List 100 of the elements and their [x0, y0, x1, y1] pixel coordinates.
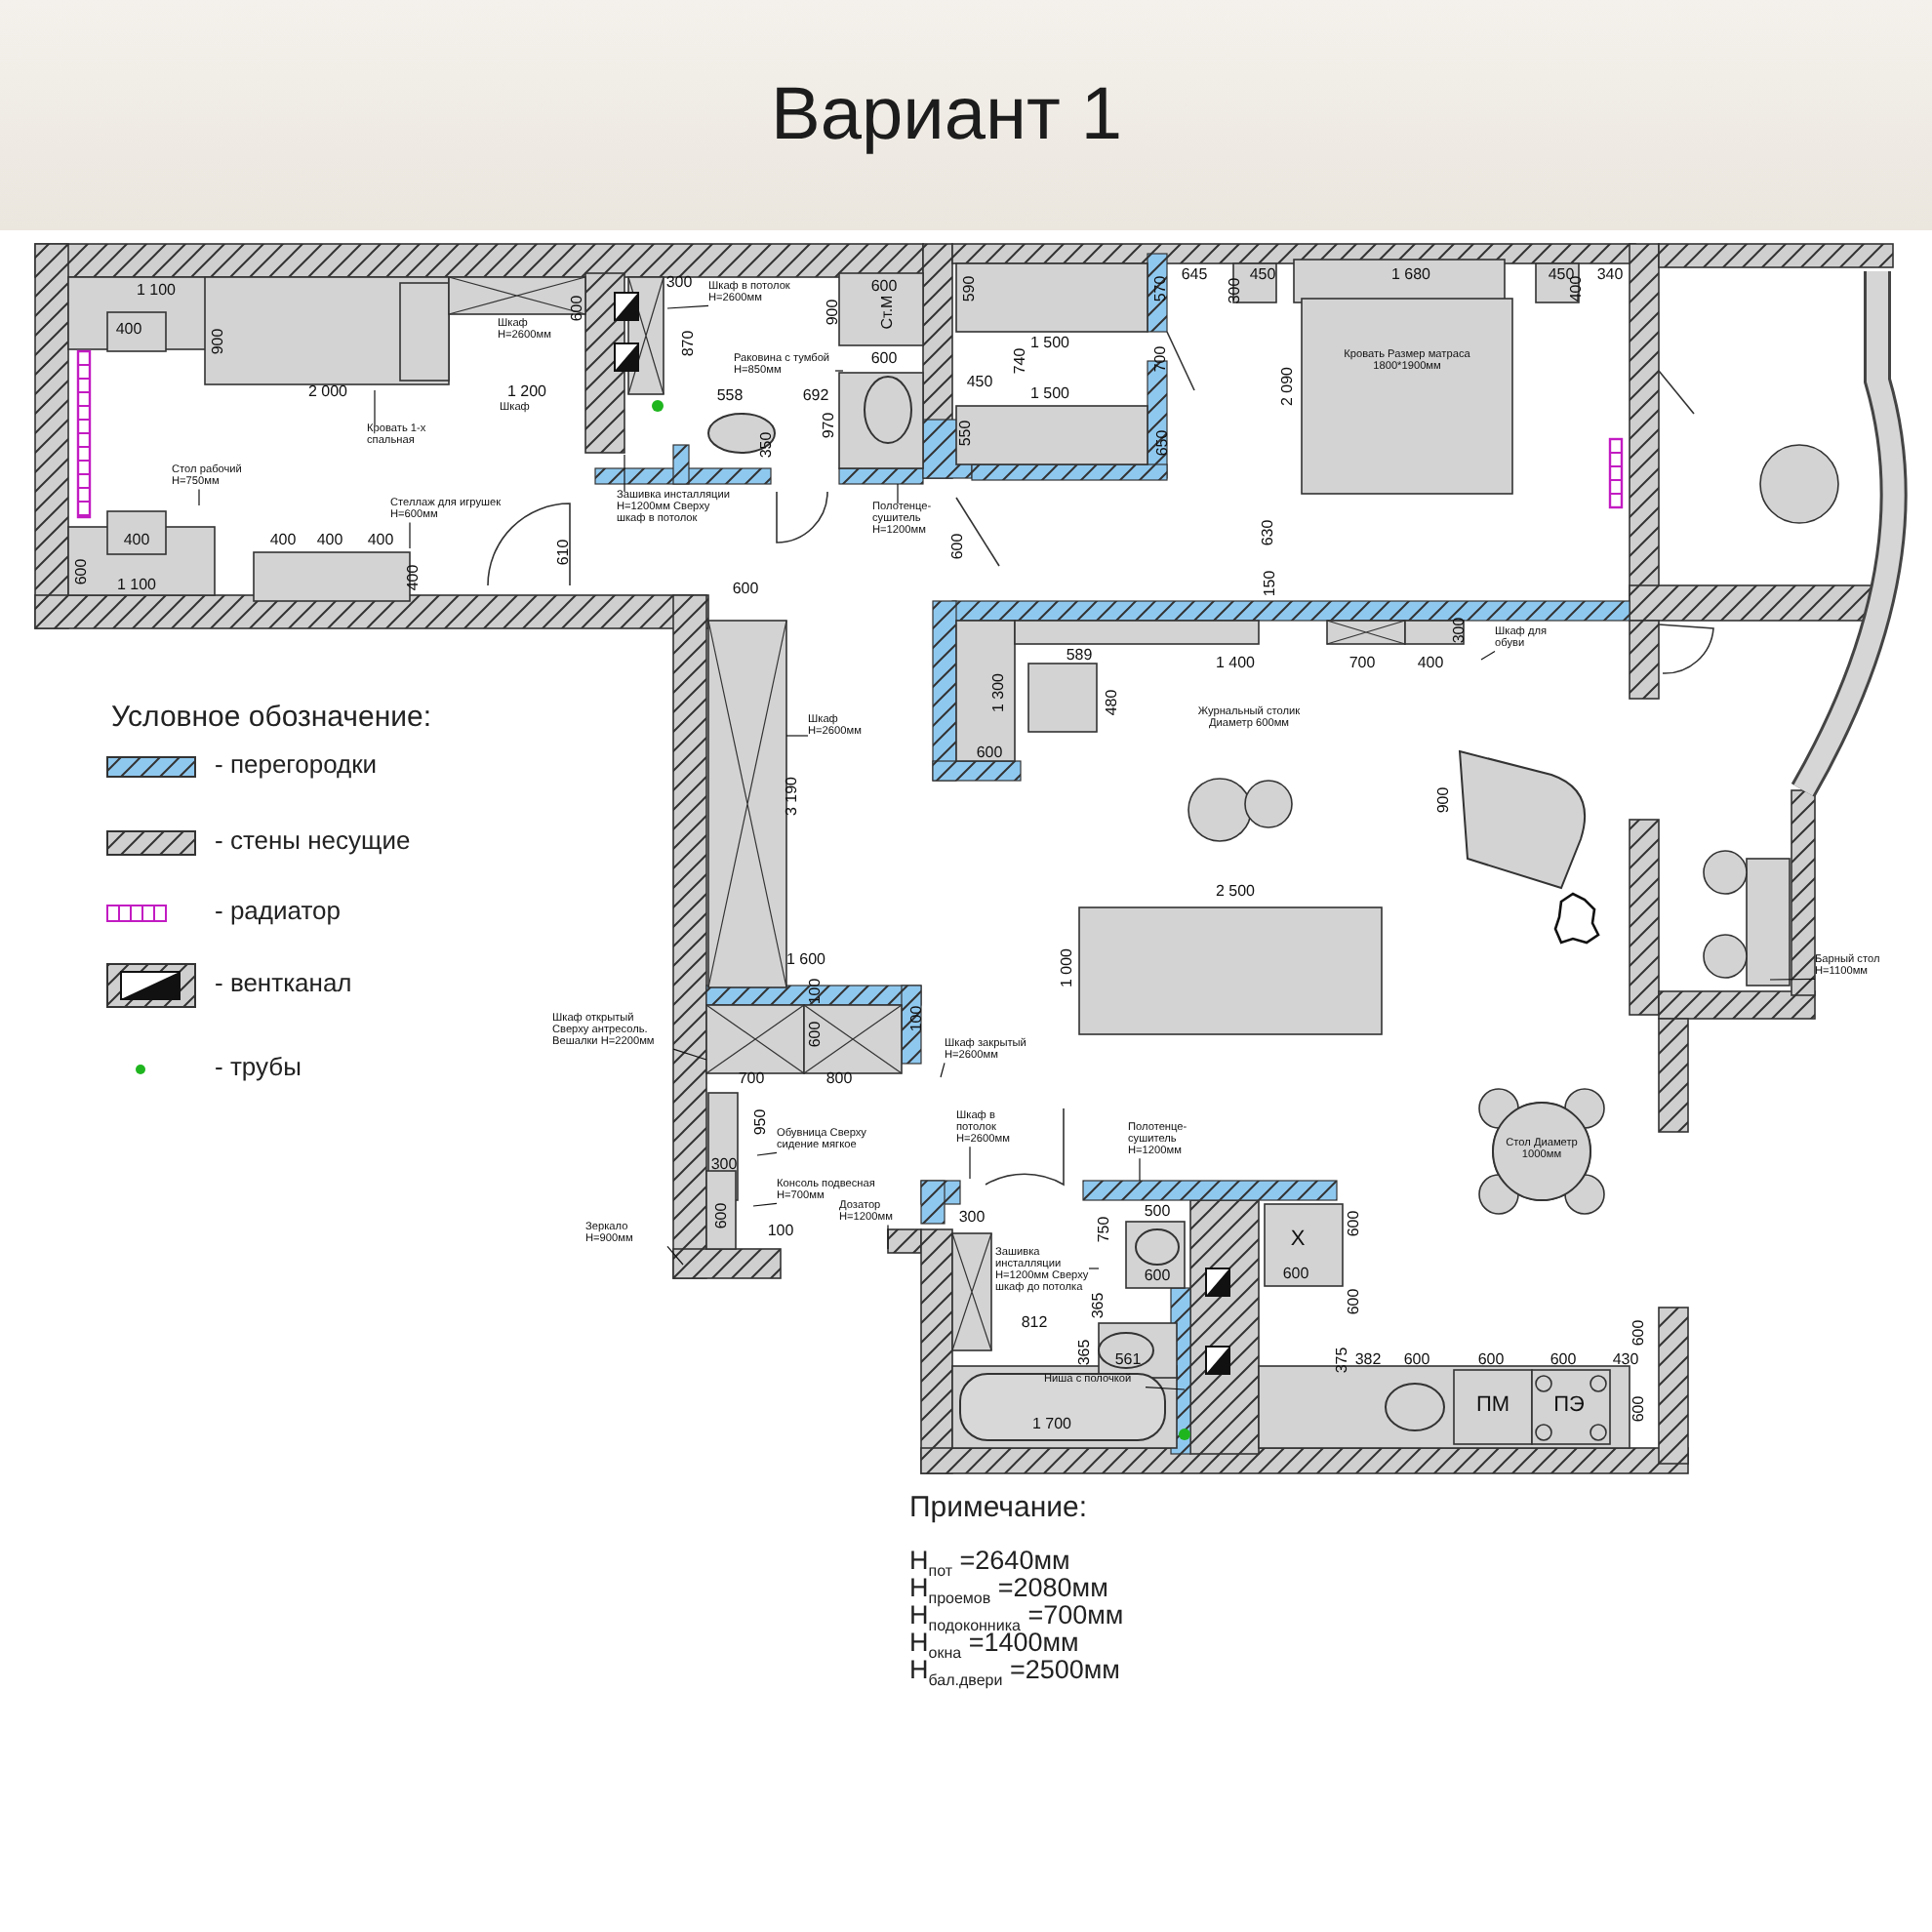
dimension-text: 812: [1021, 1314, 1048, 1332]
leader-line: [1769, 978, 1816, 981]
dimension-text: 1 700: [1031, 1416, 1072, 1433]
dimension-text: 600: [976, 745, 1003, 762]
dimension-text: 400: [405, 564, 423, 591]
leader-line: [624, 454, 625, 493]
dimension-text: 300: [710, 1156, 738, 1174]
dimension-text: 600: [1630, 1319, 1648, 1347]
legend-text: - вентканал: [215, 970, 352, 997]
note-text: H$_{бал.двери}$ =2500мм: [909, 1657, 1120, 1691]
dimension-text: 400: [123, 532, 150, 549]
dimension-text: 2 500: [1215, 883, 1256, 901]
dimension-text: 600: [713, 1202, 731, 1229]
dimension-text: 1 000: [1059, 947, 1076, 988]
leader-line: [785, 735, 809, 737]
dimension-text: 600: [807, 1021, 825, 1048]
dimension-text: 550: [957, 420, 975, 447]
dimension-text: 450: [966, 374, 993, 391]
leader-line: [409, 521, 411, 549]
legend-text: - стены несущие: [215, 827, 411, 855]
appliance-label: X: [1290, 1229, 1306, 1253]
dimension-text: 400: [269, 532, 297, 549]
dimension-text: 2 000: [307, 383, 348, 401]
dimension-text: 100: [767, 1223, 794, 1240]
legend-text: - радиатор: [215, 898, 341, 925]
leader-line: [374, 389, 376, 426]
appliance-label: ПЭ: [1553, 1395, 1585, 1419]
dimension-text: 589: [1066, 647, 1093, 664]
dimension-text: 365: [1090, 1292, 1107, 1319]
legend-text: - трубы: [215, 1054, 302, 1081]
dimension-text: 870: [680, 330, 698, 357]
dimension-text: 1 100: [116, 577, 157, 594]
dimension-text: 400: [367, 532, 394, 549]
leader-line: [969, 1146, 971, 1180]
leader-line: [834, 370, 844, 372]
dimension-text: 600: [1144, 1268, 1171, 1285]
dimension-text: 970: [821, 412, 838, 439]
dimension-text: 900: [825, 299, 842, 326]
leader-line: [752, 1202, 778, 1207]
dimension-text: 300: [958, 1209, 986, 1227]
dimension-text: 600: [949, 533, 967, 560]
leader-line: [940, 1062, 946, 1078]
dimension-text: 700: [738, 1070, 765, 1088]
title: Вариант 1: [771, 74, 1123, 158]
dimension-text: 365: [1076, 1339, 1094, 1366]
leader-line: [198, 488, 200, 506]
dimension-text: 692: [802, 387, 829, 405]
dimension-text: 375: [1334, 1347, 1351, 1374]
note-text: H$_{пот}$ =2640мм: [909, 1548, 1070, 1581]
dimension-text: 150: [1262, 570, 1279, 597]
dimension-text: 300: [1451, 617, 1469, 644]
dimension-text: 100: [807, 978, 825, 1005]
dimension-text: 480: [1104, 689, 1121, 716]
dimension-text: 300: [1227, 277, 1244, 304]
dimension-text: 430: [1612, 1351, 1639, 1369]
dimension-text: 340: [1596, 266, 1624, 284]
legend-title: Условное обозначение:: [111, 703, 432, 734]
leader-line: [897, 483, 899, 504]
dimension-text: 900: [210, 328, 227, 355]
dimension-text: 600: [1403, 1351, 1430, 1369]
leader-line: [666, 1245, 684, 1266]
note-heading: Примечание:: [909, 1493, 1087, 1524]
leader-line: [666, 304, 709, 309]
dimension-text: 400: [1417, 655, 1444, 672]
dimension-text: 600: [569, 295, 586, 322]
dimension-text: 645: [1181, 266, 1208, 284]
dimension-text: 570: [1152, 275, 1170, 302]
leader-line: [672, 1048, 707, 1061]
dimension-text: 1 600: [785, 951, 826, 969]
dimension-text: 600: [1282, 1266, 1309, 1283]
dimension-text: 500: [1144, 1203, 1171, 1221]
dimension-text: 1 200: [506, 383, 547, 401]
dimension-text: 600: [1477, 1351, 1505, 1369]
dimension-text: 590: [961, 275, 979, 302]
dimension-text: 600: [1346, 1210, 1363, 1237]
dimension-text: 1 680: [1390, 266, 1431, 284]
dimension-text: 350: [758, 431, 776, 459]
dimension-text: 740: [1012, 347, 1029, 375]
dimension-text: 1 400: [1215, 655, 1256, 672]
dimension-text: 800: [825, 1070, 853, 1088]
dimension-text: 1 300: [990, 672, 1008, 713]
appliance-label: Ст.М: [879, 295, 897, 330]
leader-line: [756, 1151, 778, 1156]
dimension-text: 450: [1249, 266, 1276, 284]
leader-line: [1480, 650, 1496, 661]
leader-line: [1088, 1268, 1100, 1269]
dimension-text: 400: [115, 321, 142, 339]
dimension-text: 600: [1346, 1288, 1363, 1315]
dimension-text: 700: [1152, 345, 1170, 373]
dimension-text: 900: [1435, 786, 1453, 814]
dimension-text: 600: [73, 558, 91, 585]
dimension-text: 600: [1630, 1395, 1648, 1423]
dimension-text: 650: [1154, 429, 1172, 457]
dimension-text: 600: [732, 581, 759, 598]
dimension-text: 700: [1348, 655, 1376, 672]
leader-line: [1139, 1157, 1141, 1182]
dimension-text: 561: [1114, 1351, 1142, 1369]
dimension-text: 558: [716, 387, 744, 405]
dimension-text: 3 190: [784, 776, 801, 817]
dimension-text: 2 090: [1279, 366, 1297, 407]
